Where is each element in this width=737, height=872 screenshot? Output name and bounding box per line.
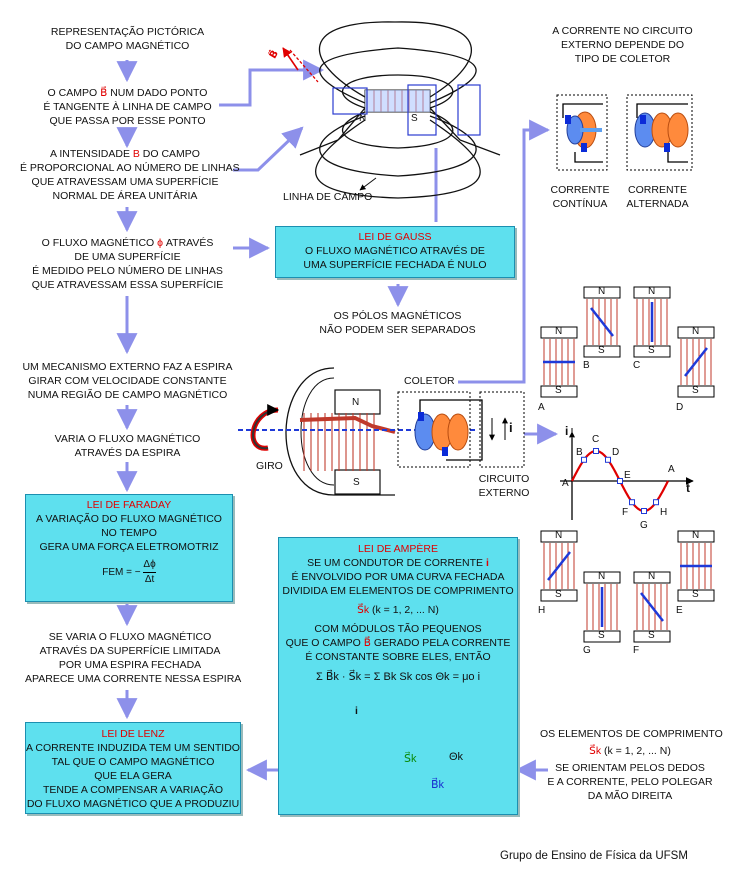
coil-letter-h: H (538, 605, 546, 616)
coil-south-label: S (648, 345, 655, 356)
coil-north-label: N (555, 326, 563, 337)
coil-panel-c (633, 286, 671, 358)
coil-north-label: N (692, 530, 700, 541)
coil-letter-e: E (676, 605, 683, 616)
magnet-north-label: N (359, 113, 367, 124)
coil-north-label: N (648, 286, 656, 297)
coil-panel-d (677, 326, 715, 398)
field-intensity-text: A INTENSIDADE B DO CAMPO É PROPORCIONAL … (20, 148, 240, 202)
hand-theta-label: Θk (449, 751, 464, 763)
graph-point-c (593, 448, 599, 454)
field-tangent-text: O CAMPO B⃗ NUM DADO PONTO É TANGENTE À L… (43, 87, 212, 127)
coil-panel-h (540, 530, 578, 602)
ampere-law-box: LEI DE AMPÈRE SE UM CONDUTOR DE CORRENTE… (278, 537, 518, 815)
rotation-label: GIRO (256, 460, 283, 472)
graph-point-label: E (624, 470, 631, 481)
gauss-law-box: LEI DE GAUSS O FLUXO MAGNÉTICO ATRAVÉS D… (275, 226, 515, 278)
coil-panel-e (677, 530, 715, 602)
coil-letter-b: B (583, 360, 590, 371)
magnetic-flux-text: O FLUXO MAGNÉTICO ϕ ATRAVÉS DE UMA SUPER… (31, 237, 224, 291)
field-line-label: LINHA DE CAMPO (283, 191, 373, 203)
coil-letter-g: G (583, 645, 591, 656)
coil-north-label: N (598, 286, 606, 297)
graph-point-label: A (562, 478, 569, 489)
hand-current-label: i (355, 705, 358, 717)
generator-illustration (238, 367, 525, 496)
coil-letter-d: D (676, 402, 684, 413)
graph-point-label: D (612, 446, 620, 458)
coil-south-label: S (598, 630, 605, 641)
graph-point-label: G (640, 520, 648, 531)
coil-south-label: S (555, 589, 562, 600)
lenz-law-box: LEI DE LENZ A CORRENTE INDUZIDA TEM UM S… (25, 722, 241, 814)
coil-south-label: S (598, 345, 605, 356)
coil-north-label: N (692, 326, 700, 337)
coil-panel-b (583, 286, 621, 358)
coil-letter-a: A (538, 402, 545, 413)
coil-panel-f (633, 571, 671, 643)
graph-point-b (581, 456, 587, 463)
graph-point-h (653, 499, 659, 506)
coil-letter-f: F (633, 645, 640, 656)
coil-south-label: S (648, 630, 655, 641)
coil-panel-a (540, 326, 578, 398)
bar-magnet-field (282, 21, 501, 199)
coil-south-label: S (555, 385, 562, 396)
graph-point-e (617, 478, 623, 484)
faraday-formula: FEM = − Δϕ Δt (102, 559, 156, 585)
coil-south-label: S (692, 589, 699, 600)
graph-y-label: i (565, 424, 569, 438)
graph-point-g (641, 508, 647, 514)
collector-illustrations (556, 94, 693, 171)
hand-sk-label: S⃗k (404, 753, 417, 765)
magnet-south-label: S (411, 113, 418, 124)
orientation-text: OS ELEMENTOS DE COMPRIMENTO S⃗k (k = 1, … (540, 728, 723, 802)
circuit-current-label: i (509, 420, 513, 435)
footer-credit: Grupo de Ensino de Física da UFSM (500, 850, 688, 862)
graph-point-d (605, 456, 611, 463)
generator-north-label: N (352, 397, 360, 408)
graph-point-f (629, 499, 635, 506)
flow-arrows (116, 59, 559, 781)
faraday-law-box: LEI DE FARADAY A VARIAÇÃO DO FLUXO MAGNÉ… (25, 494, 233, 602)
coil-panel-g (583, 571, 621, 643)
collector-label: COLETOR (404, 375, 455, 387)
graph-point-label: H (660, 507, 668, 519)
current-graph (560, 428, 694, 520)
coil-north-label: N (648, 571, 656, 582)
coil-north-label: N (555, 530, 563, 541)
graph-point-label: C (592, 434, 600, 445)
graph-point-label: F (622, 507, 629, 519)
coil-letter-c: C (633, 360, 641, 371)
graph-x-label: t (686, 481, 690, 495)
graph-point-label: A (668, 464, 675, 475)
hand-bk-label: B⃗k (431, 779, 445, 791)
graph-point-label: B (576, 446, 583, 458)
generator-south-label: S (353, 477, 360, 488)
coil-south-label: S (692, 385, 699, 396)
coil-north-label: N (598, 571, 606, 582)
ampere-formula: Σ B⃗k · S⃗k = Σ Bk Sk cos Θk = μo i (315, 671, 481, 683)
